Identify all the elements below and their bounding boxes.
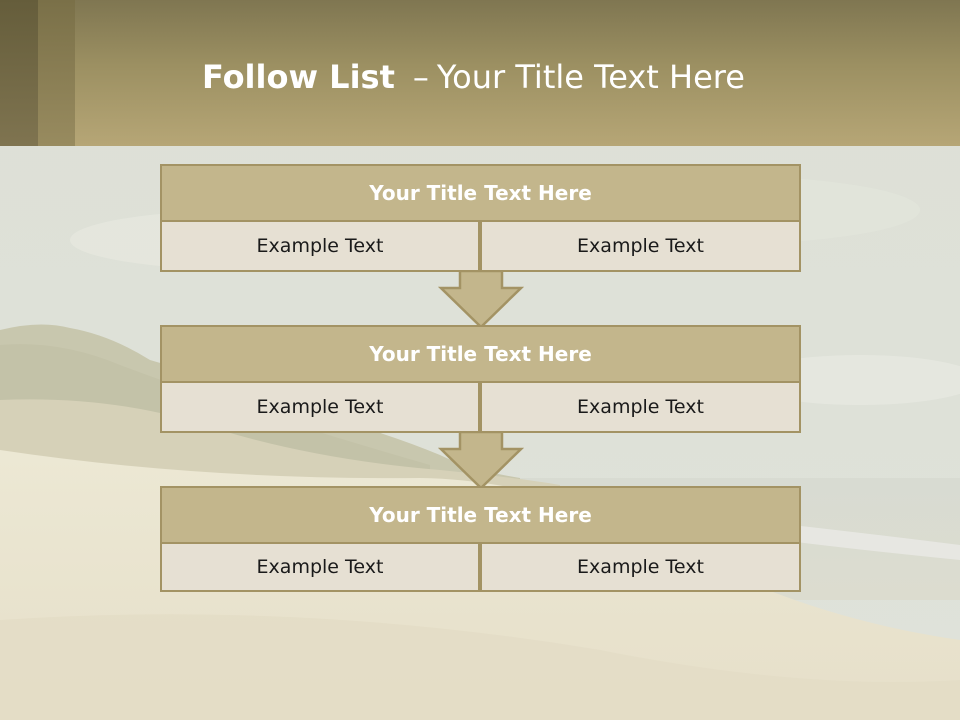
- block-cell-left: Example Text: [160, 220, 480, 272]
- header-band: [0, 0, 960, 146]
- slide-title-bold: Follow List: [202, 58, 395, 96]
- block-title: Your Title Text Here: [160, 325, 801, 383]
- block-cell-left: Example Text: [160, 381, 480, 433]
- slide-title: Follow List–Your Title Text Here: [202, 52, 745, 102]
- down-arrow-icon: [438, 270, 524, 329]
- slide-title-rest: Your Title Text Here: [436, 58, 745, 96]
- block-cell-right: Example Text: [480, 542, 801, 592]
- block-title: Your Title Text Here: [160, 164, 801, 222]
- slide-title-separator: –: [412, 58, 429, 96]
- block-cell-right: Example Text: [480, 220, 801, 272]
- block-cell-left: Example Text: [160, 542, 480, 592]
- header-accent-strip: [38, 0, 75, 146]
- block-cell-right: Example Text: [480, 381, 801, 433]
- down-arrow-icon: [438, 431, 524, 490]
- block-title: Your Title Text Here: [160, 486, 801, 544]
- header-accent-strip: [0, 0, 38, 146]
